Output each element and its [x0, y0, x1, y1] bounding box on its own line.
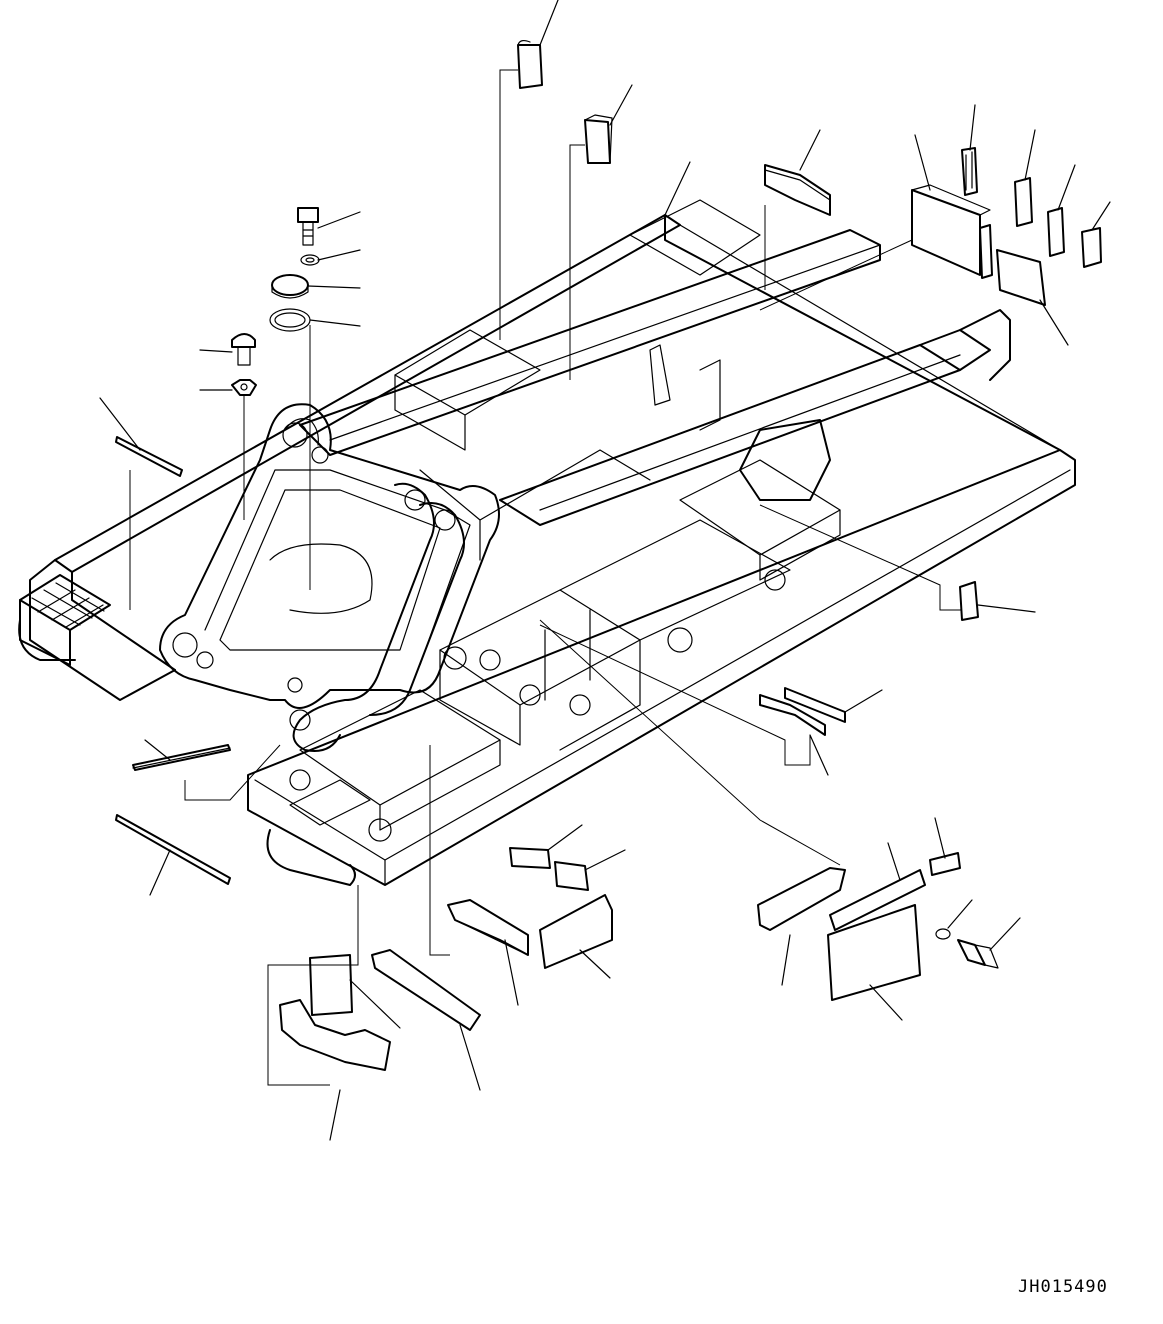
fasteners-top — [199, 207, 361, 590]
parts-right-mid — [539, 504, 1036, 776]
parts-top-right — [499, 0, 1111, 380]
main-frame — [18, 199, 1076, 886]
boom-frame — [159, 403, 500, 752]
upper-beams — [299, 229, 1011, 526]
drawing-code-text: JH015490 — [1018, 1277, 1108, 1297]
parts-bottom — [267, 619, 1021, 1141]
parts-left-strips — [99, 397, 281, 896]
